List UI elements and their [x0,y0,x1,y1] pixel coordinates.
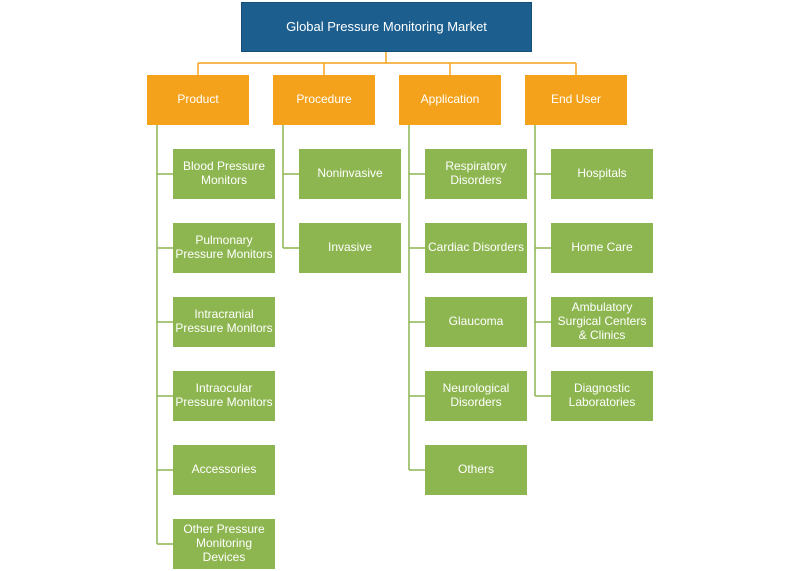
category-product: Product [147,75,249,125]
segment-node: Glaucoma [425,297,527,347]
segment-node: Diagnostic Laboratories [551,371,653,421]
category-end-user: End User [525,75,627,125]
segment-node: Home Care [551,223,653,273]
segment-node: Accessories [173,445,275,495]
segment-node: Pulmonary Pressure Monitors [173,223,275,273]
segment-node: Neurological Disorders [425,371,527,421]
segment-node: Invasive [299,223,401,273]
category-procedure: Procedure [273,75,375,125]
segment-node: Others [425,445,527,495]
segment-node: Other Pressure Monitoring Devices [173,519,275,569]
segment-node: Intraocular Pressure Monitors [173,371,275,421]
segment-node: Cardiac Disorders [425,223,527,273]
segment-node: Intracranial Pressure Monitors [173,297,275,347]
root-node: Global Pressure Monitoring Market [241,2,532,52]
category-application: Application [399,75,501,125]
segment-node: Blood Pressure Monitors [173,149,275,199]
segment-node: Noninvasive [299,149,401,199]
segment-node: Hospitals [551,149,653,199]
segment-node: Respiratory Disorders [425,149,527,199]
segment-node: Ambulatory Surgical Centers & Clinics [551,297,653,347]
